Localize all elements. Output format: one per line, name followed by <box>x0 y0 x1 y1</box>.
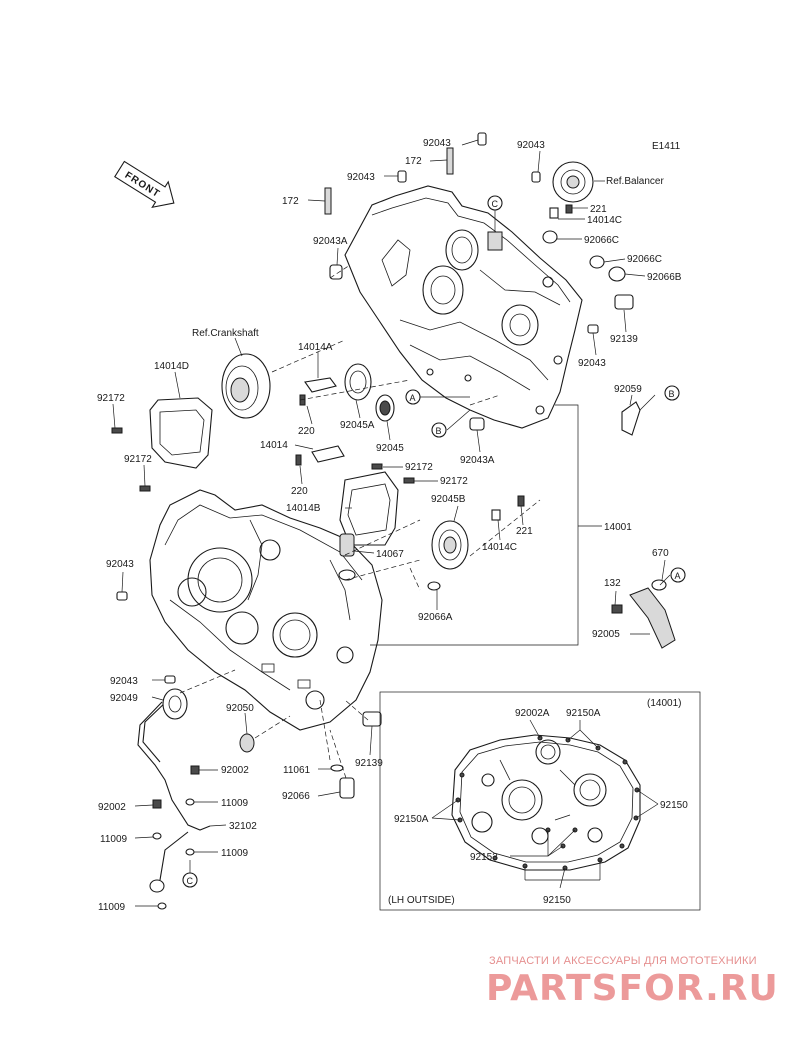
oil-pipe-32102 <box>137 701 211 881</box>
part-label: 14014C <box>482 542 517 553</box>
bracket-14014A <box>304 377 337 393</box>
callout-b-2: B <box>669 389 675 399</box>
ref-balancer: Ref.Balancer <box>606 176 664 187</box>
part-label: 220 <box>298 426 315 437</box>
inset-title: (14001) <box>647 698 681 709</box>
bolts <box>111 204 667 910</box>
inset-label: 92153 <box>470 852 498 863</box>
callout-b-1: B <box>436 426 442 436</box>
part-label: 92066 <box>282 791 310 802</box>
callout-c-2: C <box>187 876 194 886</box>
part-label: 32102 <box>229 821 257 832</box>
part-label: 92005 <box>592 629 620 640</box>
part-label: 92043 <box>347 172 375 183</box>
bracket-14014 <box>311 445 345 463</box>
inset-subtitle: (LH OUTSIDE) <box>388 895 455 906</box>
part-label: 132 <box>604 578 621 589</box>
part-label: 172 <box>405 156 422 167</box>
part-label: 92066C <box>627 254 662 265</box>
part-92139-upper <box>614 294 634 310</box>
inset-label: 92150 <box>543 895 571 906</box>
part-label: 14014D <box>154 361 189 372</box>
part-label: 11009 <box>100 834 128 845</box>
part-92059 <box>621 401 641 436</box>
part-label: 92066A <box>418 612 453 623</box>
callout-a-1: A <box>410 393 416 403</box>
part-92050 <box>239 733 255 753</box>
part-label: 14014C <box>587 215 622 226</box>
part-label: 14014 <box>260 440 288 451</box>
part-label: 92043 <box>578 358 606 369</box>
part-label: 92172 <box>97 393 125 404</box>
bearing-92045A <box>344 363 395 422</box>
part-label: 92066C <box>584 235 619 246</box>
part-label: 92172 <box>405 462 433 473</box>
front-arrow-icon: FRONT <box>114 160 175 209</box>
part-label: 92002 <box>98 802 126 813</box>
part-label: 92059 <box>614 384 642 395</box>
watermark-tagline: ЗАПЧАСТИ И АКСЕССУАРЫ ДЛЯ МОТОТЕХНИКИ <box>489 955 757 967</box>
part-label: 220 <box>291 486 308 497</box>
part-label: 92139 <box>355 758 383 769</box>
part-label: 11009 <box>98 902 126 913</box>
part-14067 <box>339 533 355 557</box>
part-label: 92043 <box>423 138 451 149</box>
part-label: 92172 <box>124 454 152 465</box>
part-label: 92043 <box>517 140 545 151</box>
inset-label: 92150 <box>660 800 688 811</box>
inset-label: 92002A <box>515 708 550 719</box>
part-label: 14014A <box>298 342 333 353</box>
part-label: 92043 <box>110 676 138 687</box>
crankshaft-bearing <box>221 353 271 419</box>
lever-92005 <box>629 587 676 649</box>
part-label: 92045 <box>376 443 404 454</box>
part-label: 92172 <box>440 476 468 487</box>
part-label: 14014B <box>286 503 321 514</box>
part-label: 11061 <box>283 765 311 776</box>
part-label: 172 <box>282 196 299 207</box>
cover-plate-14014B <box>339 471 399 546</box>
leader-lines <box>112 139 671 907</box>
assembly-guides <box>179 264 541 779</box>
inset-label: 92150A <box>394 814 429 825</box>
diagram-code: E1411 <box>652 141 681 152</box>
part-label: 11009 <box>221 848 249 859</box>
part-label: 92045B <box>431 494 466 505</box>
part-label: 92045A <box>340 420 375 431</box>
balancer-bearing <box>552 161 594 203</box>
part-label: 92050 <box>226 703 254 714</box>
part-label: 11009 <box>221 798 249 809</box>
part-label: 14001 <box>604 522 632 533</box>
part-label: 221 <box>516 526 533 537</box>
part-label: 92043A <box>460 455 495 466</box>
inset-label: 92150A <box>566 708 601 719</box>
part-label: 221 <box>590 204 607 215</box>
lower-crankcase-half <box>149 489 383 731</box>
watermark-brand: PARTSFOR.RU <box>486 968 779 1009</box>
part-labels: 92043 172 92043 92043 172 92043A 221 140… <box>97 138 682 913</box>
inset-lh-outside: (14001) (LH OUTSIDE) <box>379 691 701 911</box>
upper-crankcase-half <box>344 185 583 429</box>
part-label: 92043 <box>106 559 134 570</box>
callout-a-2: A <box>675 571 681 581</box>
bearing-92045B <box>431 520 469 570</box>
part-92139-lower <box>362 711 382 727</box>
ref-crankshaft: Ref.Crankshaft <box>192 328 259 339</box>
part-label: 14067 <box>376 549 404 560</box>
part-label: 92139 <box>610 334 638 345</box>
watermark: ЗАПЧАСТИ И АКСЕССУАРЫ ДЛЯ МОТОТЕХНИКИ PA… <box>486 955 779 1009</box>
part-label: 92049 <box>110 693 138 704</box>
seal-92049 <box>162 688 188 720</box>
part-label: 92066B <box>647 272 682 283</box>
part-label: 92043A <box>313 236 348 247</box>
cover-plate-14014D <box>149 397 213 469</box>
part-label: 670 <box>652 548 669 559</box>
part-label: 92002 <box>221 765 249 776</box>
callouts: C A B B A C <box>182 195 686 888</box>
callout-c-1: C <box>492 199 499 209</box>
